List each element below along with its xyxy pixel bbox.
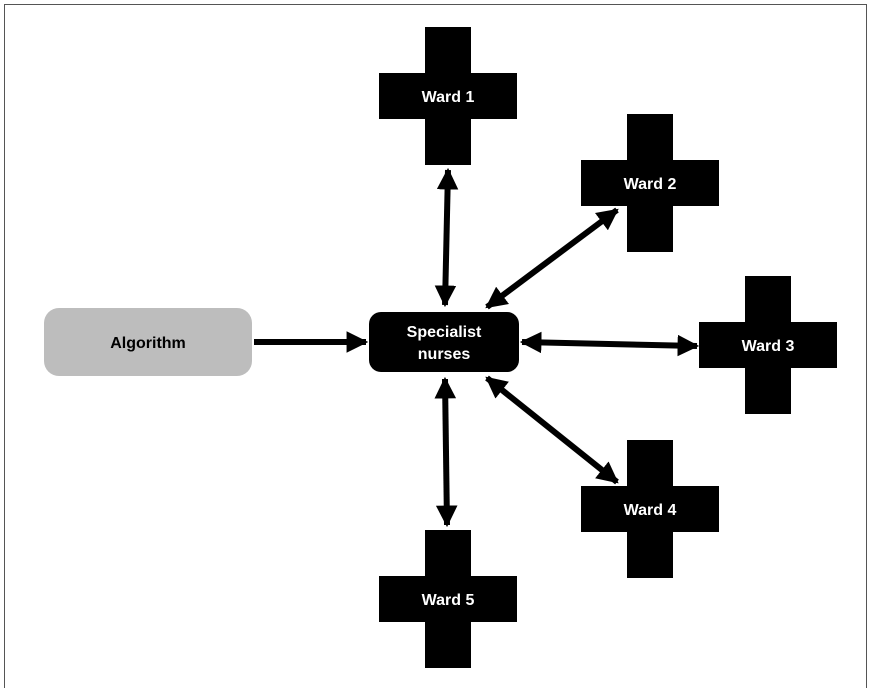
arrows [254, 167, 700, 528]
algorithm-node: Algorithm [44, 308, 252, 376]
ward-1-cross-icon [379, 27, 517, 165]
ward-4-node: Ward 4 [581, 440, 719, 578]
arrow-nurses-ward-1 [434, 167, 459, 308]
specialist-nurses-node: Specialist nurses [369, 312, 519, 372]
diagram-border [4, 4, 867, 688]
ward-5-cross-icon [379, 530, 517, 668]
ward-1-label: Ward 1 [422, 89, 475, 106]
ward-2-node: Ward 2 [581, 114, 719, 252]
ward-1-node: Ward 1 [379, 27, 517, 165]
ward-2-cross-icon [581, 114, 719, 252]
arrow-nurses-ward-2 [485, 207, 619, 310]
ward-3-label: Ward 3 [742, 338, 795, 355]
specialist-nurses-box [369, 312, 519, 372]
ward-5-label: Ward 5 [422, 592, 475, 609]
algorithm-box [44, 308, 252, 376]
ward-3-node: Ward 3 [699, 276, 837, 414]
arrow-nurses-ward-5 [434, 376, 458, 528]
specialist-nurses-label-line-1: Specialist [407, 324, 482, 341]
arrow-nurses-ward-3 [519, 331, 700, 357]
ward-5-node: Ward 5 [379, 530, 517, 668]
arrow-nurses-ward-4 [485, 375, 619, 485]
ward-2-label: Ward 2 [624, 176, 677, 193]
ward-3-cross-icon [699, 276, 837, 414]
algorithm-label: Algorithm [110, 335, 186, 352]
specialist-nurses-label-line-2: nurses [418, 346, 471, 363]
ward-4-label: Ward 4 [624, 502, 677, 519]
ward-4-cross-icon [581, 440, 719, 578]
